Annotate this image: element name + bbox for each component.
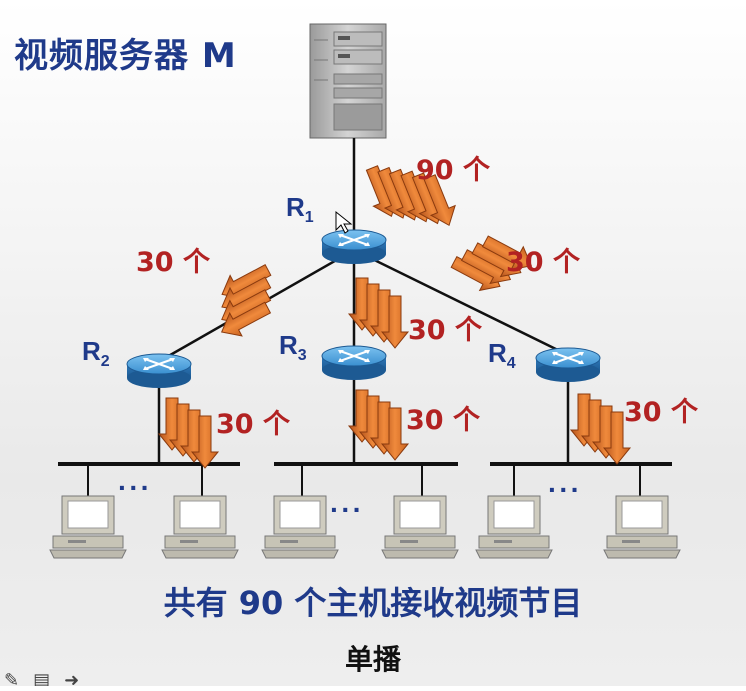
router-r1-label: R1	[286, 192, 314, 226]
host-pc-icon	[261, 495, 339, 559]
host-pc-icon	[475, 495, 553, 559]
flow-arrows-r3-lan	[349, 390, 408, 460]
router-r1-icon	[321, 229, 387, 265]
router-r4-icon	[535, 347, 601, 383]
count-server-r1: 90 个	[416, 155, 490, 186]
next-icon[interactable]: ➜	[64, 670, 80, 686]
host-pc-icon	[603, 495, 681, 559]
diagram-caption: 单播	[344, 643, 401, 676]
flow-arrows-r1-r3	[349, 278, 408, 348]
host-pc-icon	[161, 495, 239, 559]
footer-note: 共有 90 个主机接收视频节目	[163, 584, 583, 622]
count-r1-r2: 30 个	[136, 247, 210, 278]
count-r1-r4: 30 个	[506, 247, 580, 278]
video-server-icon	[309, 23, 387, 139]
hosts-ellipsis: ···	[118, 472, 152, 503]
pen-icon[interactable]: ✎	[4, 670, 20, 686]
mouse-cursor-icon	[335, 210, 353, 234]
router-r3-label: R3	[279, 330, 307, 364]
count-r2-lan: 30 个	[216, 409, 290, 440]
router-r4-label: R4	[488, 338, 516, 372]
host-pc-icon	[49, 495, 127, 559]
flow-arrows-r2-lan	[159, 398, 218, 468]
slides-icon[interactable]: ▤	[33, 670, 51, 686]
lan-drops	[87, 464, 641, 498]
router-r2-icon	[126, 353, 192, 389]
hosts-ellipsis: ···	[330, 494, 364, 525]
host-pc-icon	[381, 495, 459, 559]
count-r3-lan: 30 个	[406, 405, 480, 436]
server-title: 视频服务器 M	[14, 36, 237, 76]
router-r3-icon	[321, 345, 387, 381]
flow-arrows-r4-lan	[571, 394, 630, 464]
count-r4-lan: 30 个	[624, 397, 698, 428]
presenter-toolbar: ✎ ▤ ➜	[4, 670, 114, 686]
count-r1-r3: 30 个	[408, 315, 482, 346]
hosts-ellipsis: ···	[548, 474, 582, 505]
router-r2-label: R2	[82, 336, 110, 370]
